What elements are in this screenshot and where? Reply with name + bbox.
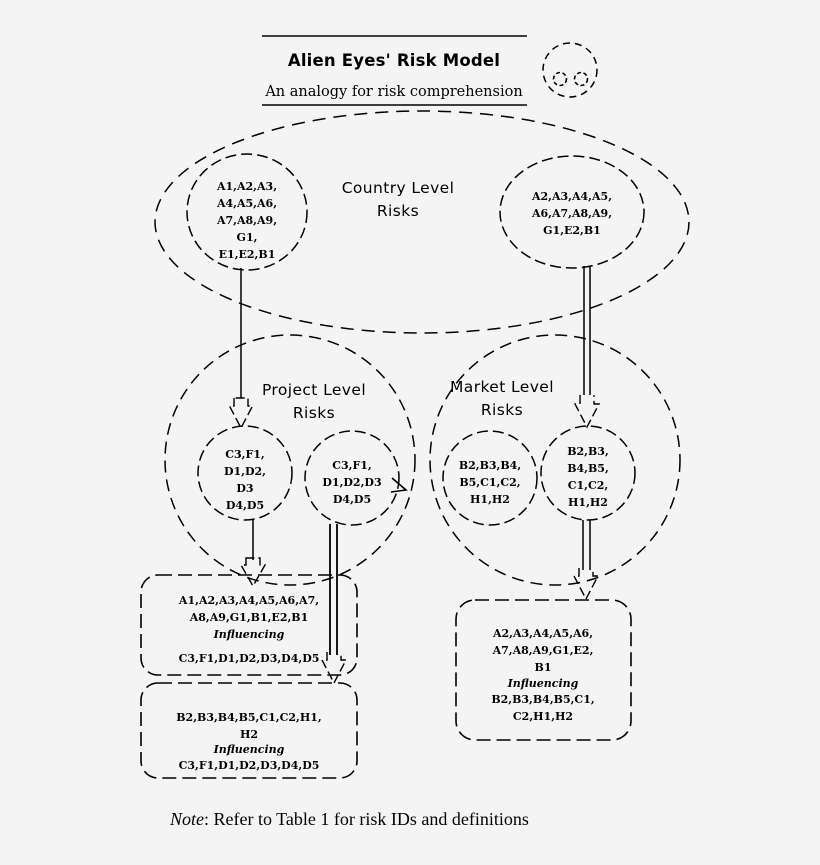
svg-text:C3,F1,: C3,F1, <box>332 459 372 472</box>
svg-text:C2,H1,H2: C2,H1,H2 <box>513 710 573 723</box>
box-market-influencing-project <box>140 682 358 779</box>
svg-text:D4,D5: D4,D5 <box>333 493 371 506</box>
footer-note-text: : Refer to Table 1 for risk IDs and defi… <box>204 809 529 829</box>
alien-head-outline <box>542 42 598 98</box>
svg-text:C3,F1,D1,D2,D3,D4,D5: C3,F1,D1,D2,D3,D4,D5 <box>179 759 320 772</box>
arrowhead-project-to-box2 <box>320 652 348 685</box>
svg-text:H1,H2: H1,H2 <box>568 496 608 509</box>
connector-market-to-box3 <box>572 520 600 601</box>
country-level-ellipse <box>154 110 690 334</box>
svg-text:D1,D2,D3: D1,D2,D3 <box>322 476 381 489</box>
market-level-circle <box>429 334 681 586</box>
svg-text:Influencing: Influencing <box>213 743 285 756</box>
market-level-label-line1: Market Level <box>450 378 554 396</box>
svg-text:B5,C1,C2,: B5,C1,C2, <box>459 476 520 489</box>
arrowhead-market-to-project <box>390 477 408 493</box>
project-level-circle <box>164 334 416 586</box>
page-title: Alien Eyes' Risk Model <box>288 51 500 70</box>
svg-text:A1,A2,A3,A4,A5,A6,A7,: A1,A2,A3,A4,A5,A6,A7, <box>178 594 319 607</box>
svg-text:A2,A3,A4,A5,A6,: A2,A3,A4,A5,A6, <box>492 627 593 640</box>
svg-text:G1,E2,B1: G1,E2,B1 <box>543 224 601 237</box>
svg-text:A1,A2,A3,: A1,A2,A3, <box>216 180 277 193</box>
box-market-influencing-project-text: B2,B3,B4,B5,C1,C2,H1, H2 Influencing C3,… <box>176 711 321 772</box>
svg-text:B2,B3,B4,B5,C1,C2,H1,: B2,B3,B4,B5,C1,C2,H1, <box>176 711 321 724</box>
box-country-influencing-project-text: A1,A2,A3,A4,A5,A6,A7, A8,A9,G1,B1,E2,B1 … <box>178 594 319 665</box>
market-level-label-line2: Risks <box>481 401 523 419</box>
project-level-label-line1: Project Level <box>262 381 366 399</box>
svg-text:C3,F1,D1,D2,D3,D4,D5: C3,F1,D1,D2,D3,D4,D5 <box>179 652 320 665</box>
svg-text:H2: H2 <box>240 728 258 741</box>
svg-text:B4,B5,: B4,B5, <box>567 462 609 475</box>
market-right-bubble-text: B2,B3, B4,B5, C1,C2, H1,H2 <box>567 445 609 509</box>
country-right-bubble-text: A2,A3,A4,A5, A6,A7,A8,A9, G1,E2,B1 <box>531 190 612 237</box>
svg-text:G1,: G1, <box>237 231 258 244</box>
alien-right-eye-icon <box>573 71 589 87</box>
market-left-bubble <box>442 430 538 526</box>
box-country-influencing-market <box>455 599 632 741</box>
arrowhead-market-to-box3 <box>572 568 600 601</box>
svg-text:A7,A8,A9,G1,E2,: A7,A8,A9,G1,E2, <box>492 644 594 657</box>
connector-project-to-box1 <box>239 520 267 588</box>
connector-project-to-box2 <box>320 524 348 685</box>
alien-face-icon <box>542 42 598 98</box>
svg-text:B2,B3,B4,: B2,B3,B4, <box>459 459 521 472</box>
project-right-bubble <box>304 430 400 526</box>
page-subtitle: An analogy for risk comprehension <box>264 84 522 100</box>
market-left-bubble-text: B2,B3,B4, B5,C1,C2, H1,H2 <box>459 459 521 506</box>
arrowhead-country-to-project <box>228 397 254 430</box>
country-left-bubble-text: A1,A2,A3, A4,A5,A6, A7,A8,A9, G1, E1,E2,… <box>216 180 277 261</box>
svg-text:E1,E2,B1: E1,E2,B1 <box>219 248 276 261</box>
project-left-bubble-text: C3,F1, D1,D2, D3 D4,D5 <box>224 448 266 512</box>
svg-text:D4,D5: D4,D5 <box>226 499 264 512</box>
country-left-bubble <box>186 153 308 271</box>
country-level-label-line1: Country Level <box>342 179 455 197</box>
arrowhead-country-to-market <box>573 395 601 429</box>
svg-text:A6,A7,A8,A9,: A6,A7,A8,A9, <box>531 207 612 220</box>
svg-text:A7,A8,A9,: A7,A8,A9, <box>216 214 277 227</box>
svg-text:Influencing: Influencing <box>213 628 285 641</box>
svg-text:A4,A5,A6,: A4,A5,A6, <box>216 197 277 210</box>
svg-text:Influencing: Influencing <box>507 677 579 690</box>
project-left-bubble <box>197 425 293 521</box>
svg-text:H1,H2: H1,H2 <box>470 493 510 506</box>
project-level-label-line2: Risks <box>293 404 335 422</box>
box-country-influencing-project <box>140 574 358 676</box>
project-right-bubble-text: C3,F1, D1,D2,D3 D4,D5 <box>322 459 381 506</box>
country-right-bubble <box>499 155 645 269</box>
svg-text:D1,D2,: D1,D2, <box>224 465 266 478</box>
svg-text:B1: B1 <box>535 661 552 674</box>
svg-text:A2,A3,A4,A5,: A2,A3,A4,A5, <box>531 190 612 203</box>
footer-note: Note: Refer to Table 1 for risk IDs and … <box>169 809 529 829</box>
svg-text:B2,B3,: B2,B3, <box>567 445 609 458</box>
connector-country-to-market <box>573 266 601 429</box>
alien-left-eye-icon <box>552 71 568 87</box>
svg-text:C1,C2,: C1,C2, <box>568 479 608 492</box>
svg-text:A8,A9,G1,B1,E2,B1: A8,A9,G1,B1,E2,B1 <box>189 611 309 624</box>
svg-text:D3: D3 <box>236 482 253 495</box>
svg-text:C3,F1,: C3,F1, <box>225 448 265 461</box>
arrowhead-project-to-box1 <box>239 557 267 588</box>
country-level-label-line2: Risks <box>377 202 419 220</box>
box-country-influencing-market-text: A2,A3,A4,A5,A6, A7,A8,A9,G1,E2, B1 Influ… <box>491 627 594 723</box>
footer-note-label: Note <box>169 809 204 829</box>
connector-country-to-project <box>228 268 254 430</box>
market-right-bubble <box>540 425 636 521</box>
svg-text:B2,B3,B4,B5,C1,: B2,B3,B4,B5,C1, <box>491 693 594 706</box>
